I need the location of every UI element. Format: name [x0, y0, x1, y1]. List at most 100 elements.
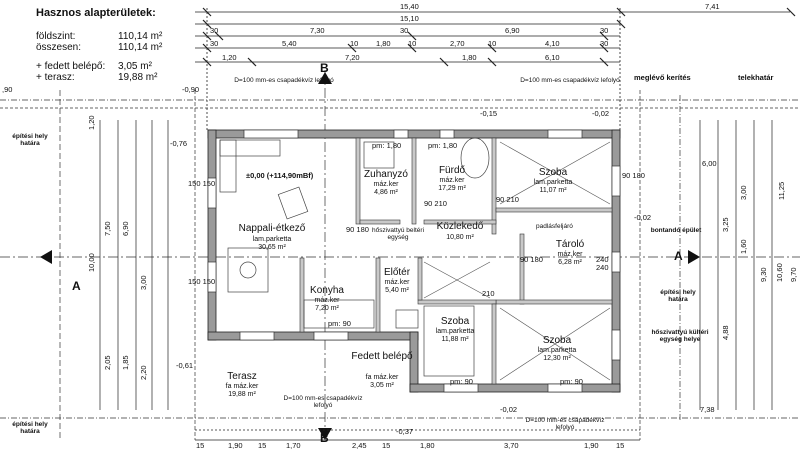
bottom-dim-0: 15 — [196, 441, 205, 450]
dim-r5-1: 7,20 — [345, 53, 360, 62]
demolish-label: bontandó épület — [650, 227, 702, 234]
window-label-4: pm: 90 — [560, 377, 583, 386]
room-hatches — [423, 141, 611, 381]
room-kitchen-floor: máz.ker — [314, 297, 340, 304]
opening-label-1: 150 150 — [188, 277, 216, 286]
window-label-5: 240 — [596, 263, 609, 272]
room-terrace-area: 19,88 m² — [228, 391, 256, 398]
attic-access-label: padlásfeljáró — [536, 223, 573, 230]
right-dim-6: 4,88 — [721, 325, 730, 340]
room-living-area: 30,65 m² — [258, 244, 286, 251]
room-entry-floor: fa máz.ker — [365, 374, 399, 381]
room-shower-name: Zuhanyzó — [364, 169, 408, 180]
area-label-terrace: + terasz: — [36, 72, 75, 83]
room-hall-name: Közlekedő — [436, 221, 484, 232]
level-7: -0,90 — [182, 85, 200, 94]
hvac-outdoor-label: hőszivattyú kültéri egység helye — [651, 329, 709, 343]
level-4: -0,02 — [634, 213, 652, 222]
dim-r4-4: 10 — [408, 39, 417, 48]
opening-label-3: 90 180 — [346, 225, 369, 234]
left-dim-1: 7,50 — [103, 221, 112, 236]
top-dimension-lines — [195, 7, 796, 130]
room-bedroom1-name: Szoba — [538, 167, 568, 178]
room-lobby-name: Előtér — [383, 267, 411, 278]
dim-r3-2: 30 — [400, 26, 409, 35]
boundary-label: telekhatár — [738, 73, 774, 82]
openings — [207, 129, 621, 393]
build-line-label-right: építési hely határa — [660, 289, 696, 303]
level-2: -0,61 — [176, 361, 194, 370]
window-label-1: pm: 1,80 — [428, 141, 458, 150]
bottom-dim-1: 1,90 — [228, 441, 243, 450]
room-bedroom1-floor: lam.parketta — [533, 179, 573, 186]
right-dim-8: 10,60 — [775, 263, 784, 282]
right-dim-7: 9,30 — [759, 267, 768, 282]
right-dim-2: 7,38 — [700, 405, 715, 414]
room-terrace-floor: fa máz.ker — [225, 383, 259, 390]
section-a-left: A — [72, 279, 81, 293]
room-bedroom2-name: Szoba — [440, 316, 470, 327]
right-dimension-lines — [699, 120, 773, 410]
left-dim-3: 10,00 — [87, 253, 96, 272]
right-dim-4: 1,60 — [739, 239, 748, 254]
room-hall-area: 10,80 m² — [446, 234, 474, 241]
room-kitchen-area: 7,20 m² — [315, 305, 339, 312]
area-summary-title: Hasznos alapterületek: — [36, 7, 156, 19]
room-living-name: Nappali-étkező — [238, 223, 306, 234]
room-bedroom3-area: 12,30 m² — [543, 355, 571, 362]
opening-label-6: 90 210 — [424, 199, 447, 208]
room-bedroom3-floor: lam.parketta — [537, 347, 577, 354]
site-lines — [0, 70, 800, 440]
left-dim-0: 1,20 — [87, 115, 96, 130]
dim-r4-7: 4,10 — [545, 39, 560, 48]
left-dim-6: 1,85 — [121, 355, 130, 370]
room-entry-area: 3,05 m² — [370, 382, 394, 389]
area-label-entry: + fedett belépő: — [36, 61, 106, 72]
dim-outer-right: 7,41 — [705, 2, 720, 11]
area-label-ground: földszint: — [36, 31, 76, 42]
dim-r4-1: 5,40 — [282, 39, 297, 48]
downpipe-note-bottom-right: D=100 mm-es csapadékvíz lefolyó — [525, 417, 605, 431]
room-storage-area: 6,28 m² — [558, 259, 582, 266]
room-storage-name: Tároló — [555, 239, 585, 250]
opening-label-5: 210 — [482, 289, 495, 298]
left-dim-4: 3,00 — [139, 275, 148, 290]
level-0: -0,15 — [480, 109, 498, 118]
level-5: -0,02 — [500, 405, 518, 414]
bottom-dim-9: 15 — [616, 441, 625, 450]
area-value-ground: 110,14 m² — [118, 31, 163, 42]
room-bath-name: Fürdő — [438, 165, 466, 176]
bottom-dim-4: 2,45 — [352, 441, 367, 450]
room-lobby-floor: máz.ker — [384, 279, 410, 286]
level-3: -0,37 — [396, 427, 414, 436]
area-value-terrace: 19,88 m² — [118, 72, 158, 83]
area-label-total: összesen: — [36, 42, 82, 53]
hvac-indoor-label: hőszivattyú beltéri egység — [371, 227, 425, 241]
right-dim-5: 3,00 — [739, 185, 748, 200]
dim-r4-5: 2,70 — [450, 39, 465, 48]
dim-r3-3: 6,90 — [505, 26, 520, 35]
left-dim-5: 2,05 — [103, 355, 112, 370]
build-line-label-bottom: építési hely határa — [12, 421, 48, 435]
dim-r5-0: 1,20 — [222, 53, 237, 62]
dim-overall-width: 15,40 — [400, 2, 419, 11]
room-bedroom2-area: 11,88 m² — [441, 336, 469, 343]
build-line-label-left: építési hely határa — [12, 133, 48, 147]
right-dim-1: 11,25 — [777, 181, 786, 200]
bottom-dim-7: 3,70 — [504, 441, 519, 450]
fence-label: meglévő kerítés — [634, 73, 691, 82]
dim-r4-8: 30 — [600, 39, 609, 48]
section-a-right: A — [674, 249, 683, 263]
level-6: -0,02 — [592, 109, 610, 118]
opening-label-0: 150 150 — [188, 179, 216, 188]
left-dimension-lines — [99, 120, 169, 410]
inner-walls — [299, 137, 613, 385]
room-bedroom1-area: 11,07 m² — [539, 187, 567, 194]
section-b-bottom: B — [320, 431, 329, 445]
bottom-dim-8: 1,90 — [584, 441, 599, 450]
downpipe-note-top-left: D=100 mm-es csapadékvíz lefolyó — [234, 77, 334, 84]
dim-r4-3: 1,80 — [376, 39, 391, 48]
area-value-total: 110,14 m² — [118, 42, 163, 53]
section-b-top: B — [320, 61, 329, 75]
dim-r4-0: 30 — [210, 39, 219, 48]
